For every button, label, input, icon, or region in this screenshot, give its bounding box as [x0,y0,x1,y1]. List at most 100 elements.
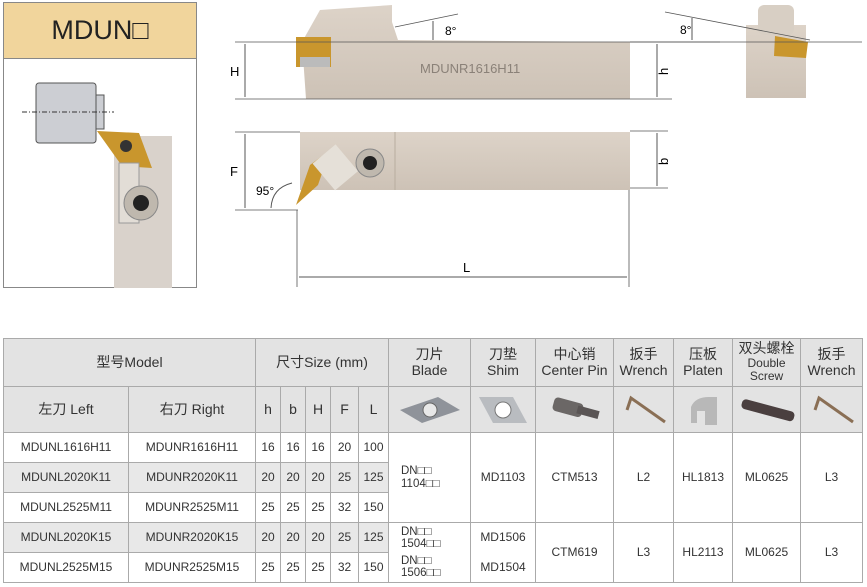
cell-shim: MD1504 [470,552,536,583]
header-L: L [358,386,389,433]
side-view-body [302,5,630,99]
center-pin-image [535,386,614,433]
shim-icon [479,396,527,423]
platen-image [673,386,733,433]
dim-h-label: h [656,68,671,75]
cell-F: 25 [330,462,359,493]
cell-h: 20 [255,522,281,553]
header-h: h [255,386,281,433]
cell-right: MDUNR1616H11 [128,432,256,463]
cell-right: MDUNR2020K11 [128,462,256,493]
wrench-2-image [800,386,863,433]
header-b: b [280,386,306,433]
plan-view-body [300,132,630,190]
cell-center-pin: CTM619 [535,522,614,583]
cell-F: 20 [330,432,359,463]
blade-insert-icon [399,396,460,423]
cell-right: MDUNR2525M11 [128,492,256,523]
cell-L: 150 [358,552,389,583]
cell-L: 100 [358,432,389,463]
wrench-2-icon [813,395,854,423]
dim-H-label: H [230,64,239,79]
cell-left: MDUNL2525M11 [3,492,129,523]
cell-wrench-2: L3 [800,432,863,523]
cell-platen: HL1813 [673,432,733,523]
cell-b: 20 [280,522,306,553]
angle-top-label: 8° [445,24,457,38]
cell-H: 16 [305,432,331,463]
header-H: H [305,386,331,433]
engraving-text: MDUNR1616H11 [420,61,520,76]
cell-blade: DN□□1506□□ [388,552,471,583]
cell-blade: DN□□1104□□ [388,432,471,523]
header-model: 型号Model [3,338,256,387]
cell-left: MDUNL2525M15 [3,552,129,583]
cell-b: 20 [280,462,306,493]
cell-L: 150 [358,492,389,523]
cell-b: 25 [280,492,306,523]
cell-H: 20 [305,522,331,553]
angle-lead-label: 95° [256,184,274,198]
dim-L-label: L [463,260,470,275]
cell-double-screw: ML0625 [732,432,801,523]
wrench-icon [625,395,666,423]
cell-h: 16 [255,432,281,463]
angle-end-label: 8° [680,23,692,37]
cell-L: 125 [358,522,389,553]
product-title: MDUN□ [3,2,197,59]
cell-wrench: L3 [613,522,674,583]
dim-F-label: F [230,164,238,179]
cell-wrench-2: L3 [800,522,863,583]
cell-shim: MD1506 [470,522,536,553]
cell-left: MDUNL2020K11 [3,462,129,493]
cell-b: 16 [280,432,306,463]
wrench-image [613,386,674,433]
cell-platen: HL2113 [673,522,733,583]
center-pin-icon [552,397,600,419]
cell-h: 25 [255,492,281,523]
cell-h: 25 [255,552,281,583]
blade-image [388,386,471,433]
cell-wrench: L2 [613,432,674,523]
dim-b-label: b [656,158,671,165]
cell-H: 20 [305,462,331,493]
cell-h: 20 [255,462,281,493]
platen-icon [691,396,717,425]
cell-shim: MD1103 [470,432,536,523]
cell-F: 25 [330,522,359,553]
cell-left: MDUNL1616H11 [3,432,129,463]
header-left: 左刀 Left [3,386,129,433]
cell-H: 25 [305,492,331,523]
cell-double-screw: ML0625 [732,522,801,583]
shim-image [470,386,536,433]
header-right: 右刀 Right [128,386,256,433]
cell-L: 125 [358,462,389,493]
cell-F: 32 [330,492,359,523]
cell-right: MDUNR2525M15 [128,552,256,583]
end-view-body [746,25,806,98]
cell-center-pin: CTM513 [535,432,614,523]
double-screw-image [732,386,801,433]
cell-b: 25 [280,552,306,583]
header-F: F [330,386,359,433]
double-screw-icon [740,398,794,421]
cell-blade: DN□□1504□□ [388,522,471,553]
header-size: 尺寸Size (mm) [255,338,389,387]
dimension-drawing: MDUNR1616H11 H 8° h 8° F 95° b L [230,5,862,287]
cell-left: MDUNL2020K15 [3,522,129,553]
cell-right: MDUNR2020K15 [128,522,256,553]
cell-F: 32 [330,552,359,583]
